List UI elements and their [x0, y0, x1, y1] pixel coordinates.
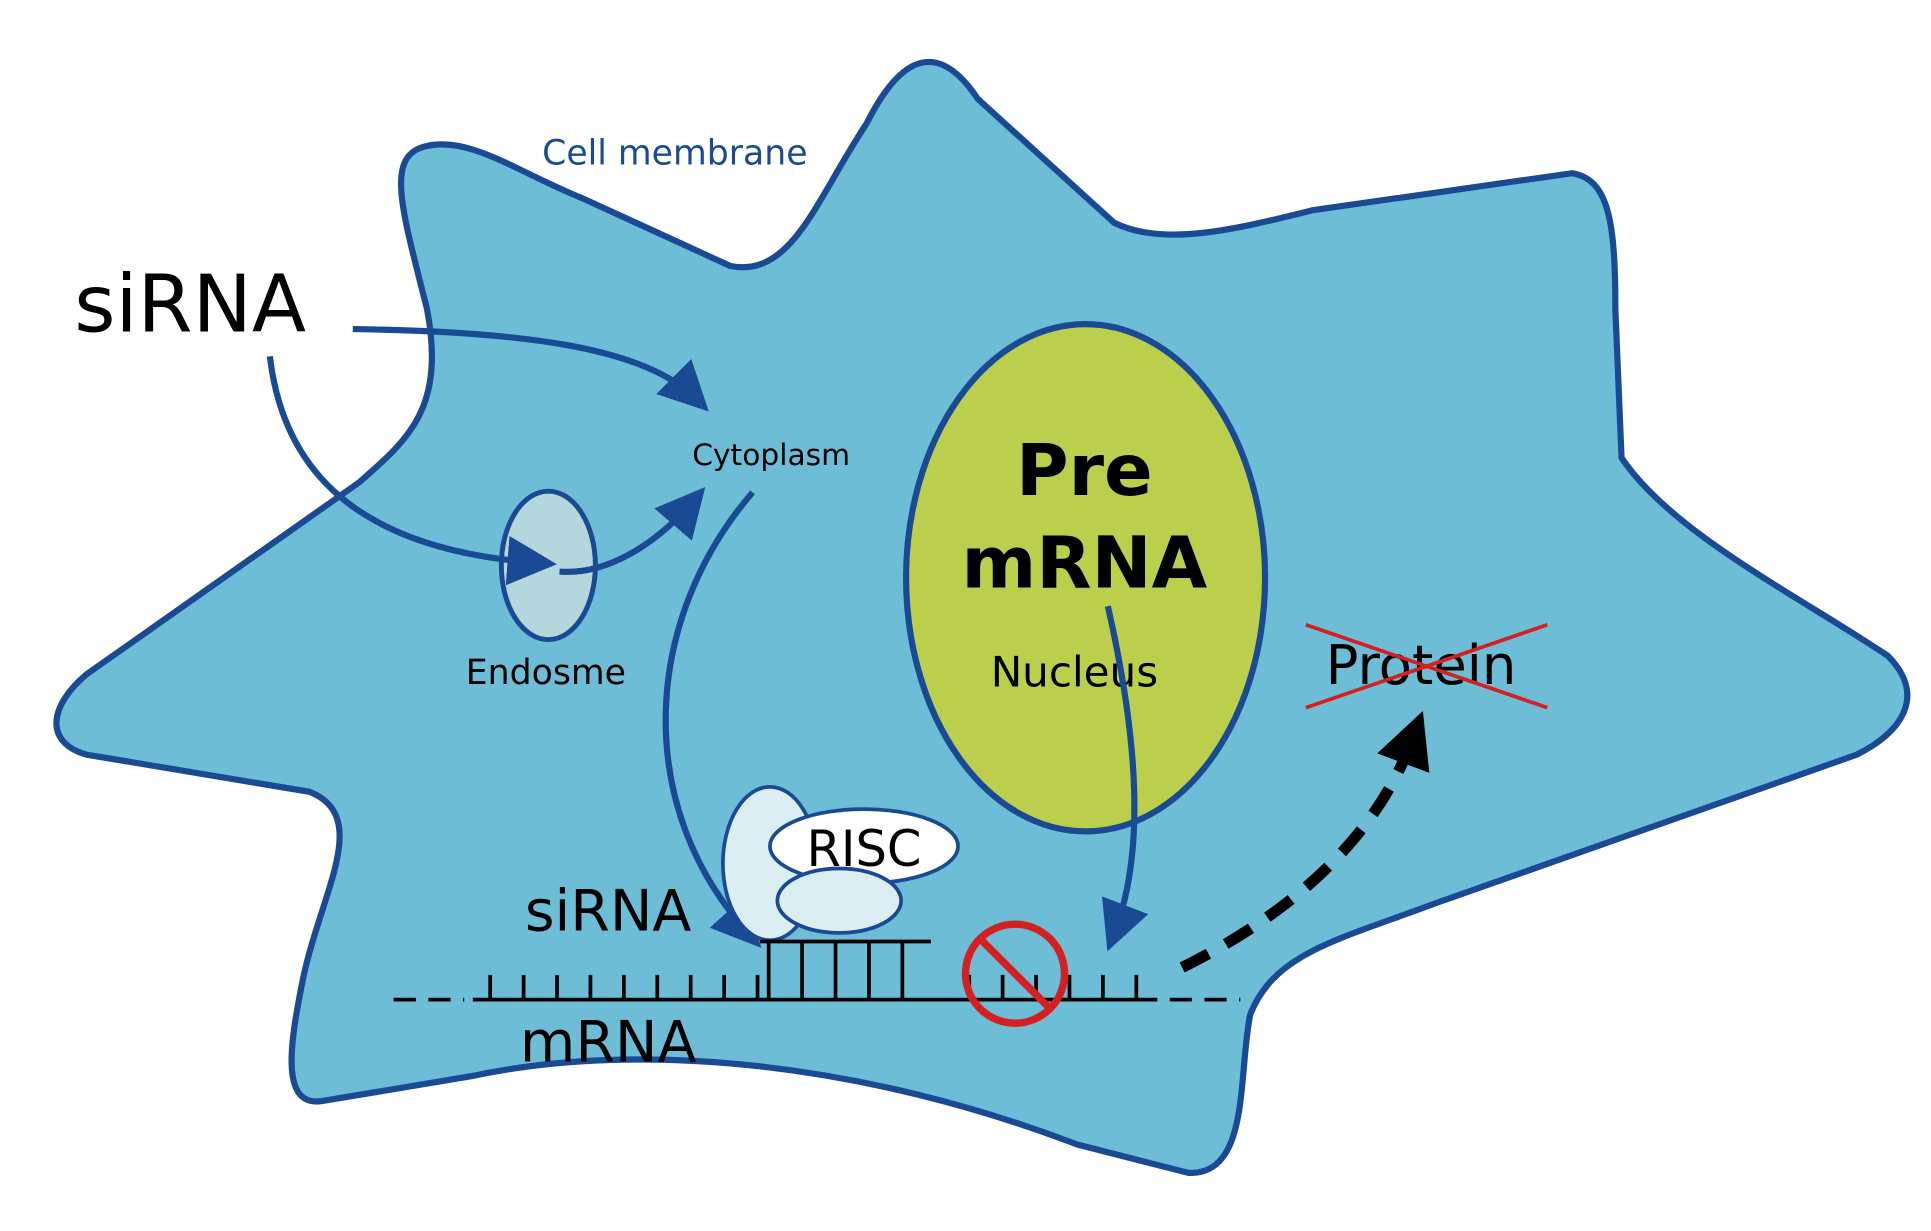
nucleus-label: Nucleus [991, 648, 1158, 697]
endosome-label: Endosme [466, 653, 626, 693]
pre-mrna-label: mRNA [961, 521, 1207, 605]
arrow-sirna-to-cytoplasm [352, 325, 709, 412]
cell-membrane-label: Cell membrane [542, 134, 807, 174]
arrow-sirna-to-endosome [266, 355, 557, 586]
cytoplasm-label: Cytoplasm [692, 438, 850, 473]
sirna-outside-label: siRNA [74, 258, 306, 351]
sirna-strand-label: siRNA [525, 878, 692, 944]
sirna-strand [760, 939, 931, 999]
pre-label: Pre [1016, 428, 1153, 512]
arrow-translation-blocked [1179, 711, 1430, 973]
endosome [498, 488, 598, 643]
mrna-strand-label: mRNA [520, 1010, 697, 1076]
arrow-endosome-to-cytoplasm [559, 486, 706, 575]
arrow-nucleus-to-mrna [1102, 605, 1149, 952]
nucleus [902, 321, 1269, 835]
risc-subunit-bottom [775, 866, 903, 935]
cross-out-icon [1305, 623, 1548, 710]
arrow-cytoplasm-to-risc [662, 490, 762, 948]
inhibit-icon [961, 920, 1069, 1027]
